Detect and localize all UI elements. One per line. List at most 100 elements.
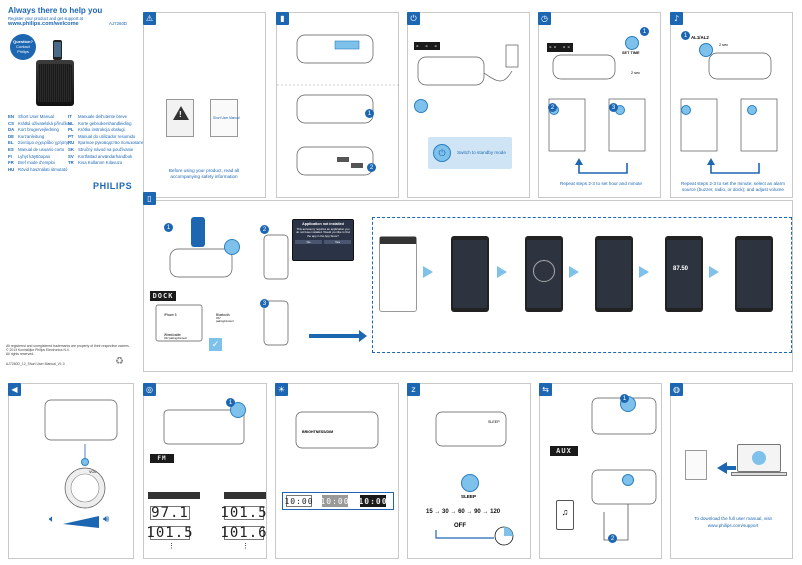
alarm-set-button[interactable]: [699, 43, 713, 57]
popup-body: This accessory requires an application y…: [296, 227, 350, 238]
aux-lcd: AUX: [550, 446, 578, 456]
connection-options: iPhone 5 Bluetooth OK/ pairing/connect W…: [156, 305, 234, 341]
smartphone-icon: ▯: [143, 192, 156, 205]
sleep-step-15: 15: [426, 509, 433, 515]
header-subtitle: Register your product and get support at: [8, 16, 83, 21]
clock-face-icon: [533, 260, 555, 282]
short-manual-booklet: Short User Manual: [210, 99, 240, 137]
check-icon: ✓: [209, 338, 222, 351]
sleep-icon: z: [407, 383, 420, 396]
legal-copyright: © 2013 Koninklijke Philips Electronics N…: [6, 348, 70, 353]
radio-preset-row-b: [224, 492, 266, 499]
volume-knob[interactable]: [81, 458, 89, 466]
radio-frequency-readout: 87.50: [673, 266, 689, 272]
panel-aux: AUX ♫ 1 2: [539, 383, 662, 559]
standby-caption: Switch to standby mode: [457, 150, 506, 155]
step-2-marker: 2: [367, 163, 376, 172]
radio-icon: ◎: [143, 383, 156, 396]
sleep-step-60: 60: [458, 509, 465, 515]
bluetooth-option-sub: OK/ pairing/connect: [216, 317, 234, 323]
doc-id: AJ7260D_12_Short User Manual_V1.0: [6, 362, 65, 367]
brightness-step-2: 10:00: [320, 495, 350, 507]
download-caption-2[interactable]: www.philips.com/support: [707, 523, 759, 528]
aux-illustration: [591, 397, 657, 541]
sleep-off-label: OFF: [454, 523, 466, 529]
app-screen-3: [525, 236, 563, 312]
brightness-illustration: [295, 411, 379, 449]
question-badge-line-3: Philips: [17, 48, 29, 54]
info-column: Always there to help you Register your p…: [6, 4, 149, 199]
wired-option-sub: OK/ pairing/connect: [164, 337, 187, 340]
alarm-adjust-button-2[interactable]: [747, 105, 757, 115]
brightness-step-3: 10:00: [358, 495, 388, 507]
batteries-icon: ▮: [276, 12, 289, 25]
step-3-marker: 3: [609, 103, 618, 112]
dock-lcd: DOCK: [150, 291, 176, 301]
screen-arrow-4: [639, 266, 649, 278]
app-screen-6: [735, 236, 773, 312]
legal-trademark: All registered and unregistered trademar…: [6, 344, 130, 348]
header-url[interactable]: www.philips.com/welcome: [8, 21, 79, 27]
music-player: ♫: [556, 500, 574, 530]
alarm-adjust-button-1[interactable]: [681, 105, 691, 115]
radio-value-b-1: 101.5: [220, 505, 268, 521]
bluetooth-option-label: Bluetooth: [216, 313, 230, 317]
sleep-label: SLEEP: [461, 494, 477, 499]
volume-illustration: [44, 399, 118, 528]
power-icon: ⏻: [407, 12, 420, 25]
sleep-button[interactable]: [461, 474, 479, 492]
aux-in-jack[interactable]: [622, 474, 634, 486]
app-screen-2: [451, 236, 489, 312]
step-1-marker: 1: [164, 223, 173, 232]
legal-footer: All registered and unregistered trademar…: [6, 344, 134, 366]
step-1-marker: 1: [365, 109, 374, 118]
set-time-button[interactable]: [625, 36, 639, 50]
legal-rights: All rights reserved.: [6, 352, 35, 357]
screen-arrow-2: [497, 266, 507, 278]
safety-icon: ⚠: [143, 12, 156, 25]
wired-option-label: Wired/cable: [164, 333, 181, 337]
screen-arrow-5: [709, 266, 719, 278]
hold-duration: 2 sec: [631, 71, 641, 75]
panel-safety: ! Short User Manual Before using your pr…: [143, 12, 266, 198]
alarm-hold: 2 sec: [719, 43, 729, 47]
radio-source-button[interactable]: [230, 402, 246, 418]
radio-lcd: FM: [150, 454, 174, 463]
clock-caption: Repeat steps 2-3 to set hour and minute: [560, 181, 642, 186]
radio-preset-row-a: [148, 492, 200, 499]
power-button[interactable]: [414, 99, 428, 113]
step-1-marker: 1: [640, 27, 649, 36]
radio-value-a-2: 101.5: [146, 525, 194, 541]
alarm-label: AL1/AL2: [691, 35, 709, 40]
dock-station-illustration: [155, 234, 289, 346]
sleep-label-top: SLEEP: [488, 420, 500, 424]
panel-brightness: BRIGHTNESS/DIM 10:00 10:00 10:00: [275, 383, 399, 559]
set-time-label: SET TIME: [622, 51, 640, 55]
step-1-marker: 1: [620, 394, 629, 403]
panel-standby: - - - ⏻ ⏻ Switch to standby mode: [407, 12, 530, 198]
question-badge-line-1: Question?: [13, 39, 33, 44]
screen-arrow-3: [569, 266, 579, 278]
step-2-marker: 2: [548, 103, 557, 112]
panel-clock: -- -- SET TIME 2 sec 1 2 3 Repeat steps …: [538, 12, 661, 198]
clock-radio-illustration: [548, 54, 646, 174]
standby-button-icon[interactable]: ⏻: [433, 144, 451, 162]
step-2-marker: 2: [608, 534, 617, 543]
safety-caption: Before using your product, read all acco…: [168, 168, 240, 180]
popup-yes-button[interactable]: Yes: [324, 240, 351, 245]
popup-no-button[interactable]: No: [295, 240, 322, 245]
radio-value-b-2: 101.6: [220, 525, 268, 541]
short-manual-booklet-label: Short User Manual: [213, 116, 240, 120]
dock-source-button[interactable]: [224, 239, 240, 255]
